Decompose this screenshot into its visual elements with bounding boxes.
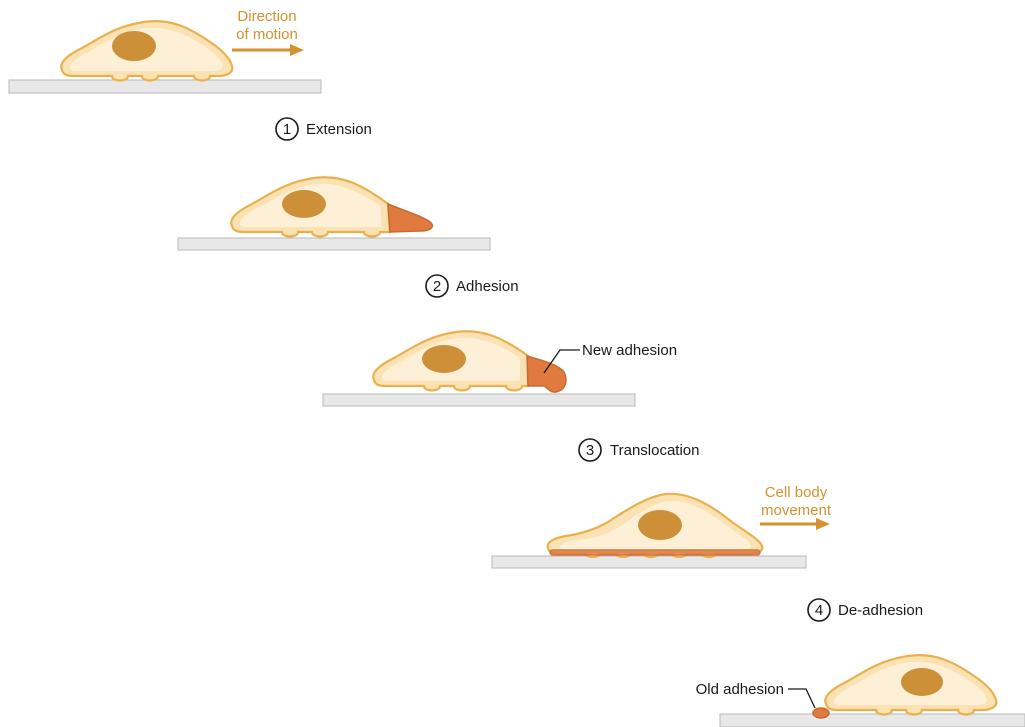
nucleus xyxy=(422,345,466,373)
new-adhesion-callout: New adhesion xyxy=(544,342,677,373)
lamellipodium xyxy=(388,204,432,232)
direction-label-line2: of motion xyxy=(236,26,298,43)
old-adhesion-callout: Old adhesion xyxy=(696,681,815,708)
step-3: 3 Translocation xyxy=(579,439,700,461)
stage-extension xyxy=(178,177,490,250)
movement-arrow xyxy=(760,518,830,530)
nucleus xyxy=(282,190,326,218)
nucleus xyxy=(901,668,943,696)
stage-initial: Direction of motion xyxy=(9,8,321,93)
step-4: 4 De-adhesion xyxy=(808,599,923,621)
substrate xyxy=(9,80,321,93)
step-number: 4 xyxy=(815,602,823,619)
new-adhesion-region xyxy=(527,356,566,392)
step-number: 3 xyxy=(586,442,594,459)
step-2: 2 Adhesion xyxy=(426,275,519,297)
movement-label-line1: Cell body xyxy=(765,484,828,501)
step-number: 1 xyxy=(283,121,291,138)
new-adhesion-label: New adhesion xyxy=(582,342,677,359)
old-adhesion-label: Old adhesion xyxy=(696,681,784,698)
direction-label-line1: Direction xyxy=(237,8,296,25)
stage-de-adhesion: Old adhesion xyxy=(696,655,1025,727)
movement-label-line2: movement xyxy=(761,502,832,519)
step-label: Translocation xyxy=(610,442,700,459)
step-label: De-adhesion xyxy=(838,602,923,619)
direction-arrow xyxy=(232,44,304,56)
substrate xyxy=(178,238,490,250)
nucleus xyxy=(638,510,682,540)
old-adhesion-fragment xyxy=(813,708,829,718)
cell xyxy=(231,177,432,236)
stage-adhesion: New adhesion xyxy=(323,331,677,406)
step-label: Adhesion xyxy=(456,278,519,295)
substrate xyxy=(720,714,1025,727)
nucleus xyxy=(112,31,156,61)
step-1: 1 Extension xyxy=(276,118,372,140)
substrate xyxy=(323,394,635,406)
cell xyxy=(548,494,763,557)
cell xyxy=(373,331,566,392)
cell xyxy=(825,655,996,714)
adhesion-band xyxy=(550,550,760,555)
stage-translocation: Cell body movement xyxy=(492,484,832,568)
step-number: 2 xyxy=(433,278,441,295)
cell xyxy=(61,21,232,80)
step-label: Extension xyxy=(306,121,372,138)
